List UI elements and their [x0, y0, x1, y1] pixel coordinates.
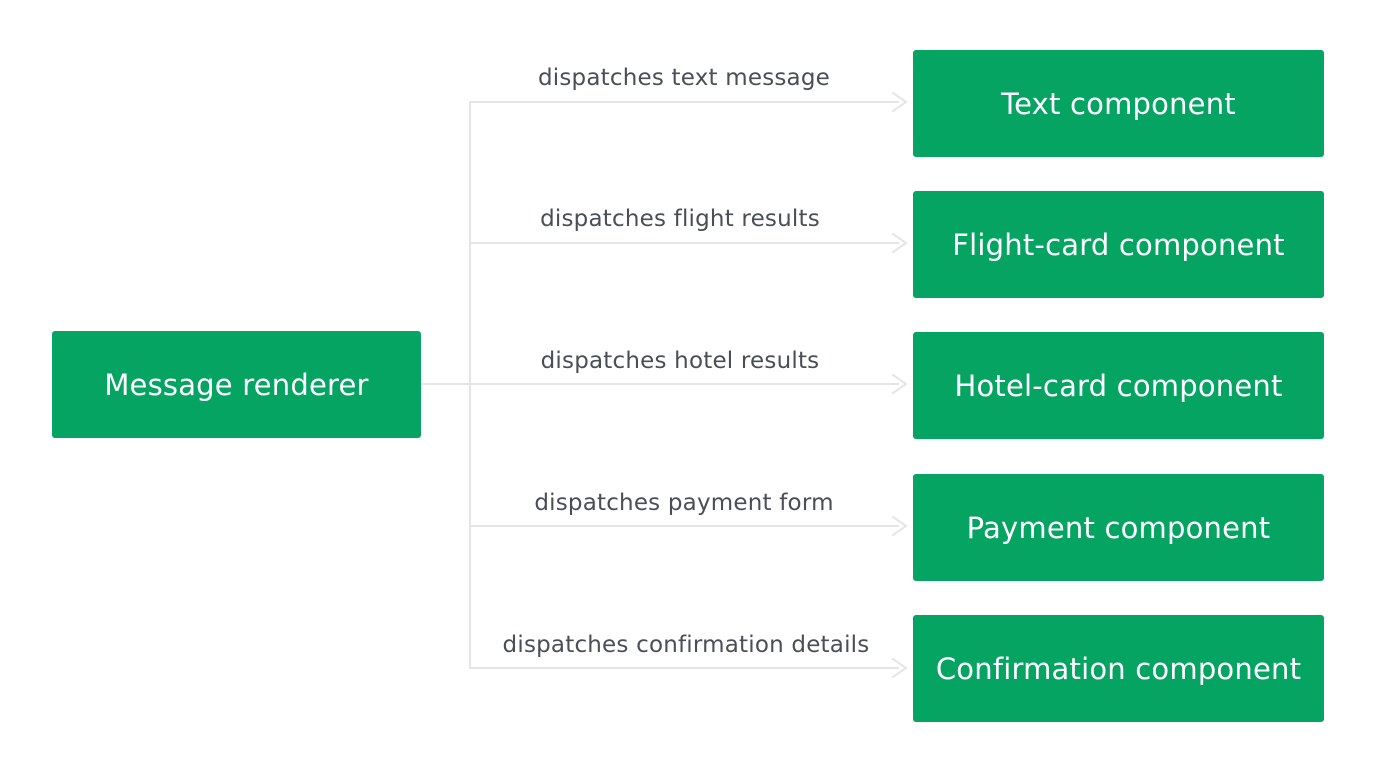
edge-label-text: dispatches text message	[537, 65, 831, 91]
flight-card-component-node: Flight-card component	[913, 191, 1324, 298]
text-component-node: Text component	[913, 50, 1324, 157]
confirmation-component-node: Confirmation component	[913, 615, 1324, 722]
message-renderer-node: Message renderer	[52, 331, 421, 438]
arrowhead-flight	[891, 232, 908, 254]
hotel-card-component-node: Hotel-card component	[913, 332, 1324, 439]
edge-label-flight: dispatches flight results	[540, 206, 820, 232]
edge-label-confirmation: dispatches confirmation details	[502, 632, 870, 658]
arrowhead-confirmation	[891, 657, 908, 679]
edge-label-payment: dispatches payment form	[534, 490, 834, 516]
arrowhead-hotel	[891, 373, 908, 395]
arrowhead-text	[891, 91, 908, 113]
payment-component-node: Payment component	[913, 474, 1324, 581]
arrowhead-payment	[891, 515, 908, 537]
edge-label-hotel: dispatches hotel results	[540, 348, 820, 374]
